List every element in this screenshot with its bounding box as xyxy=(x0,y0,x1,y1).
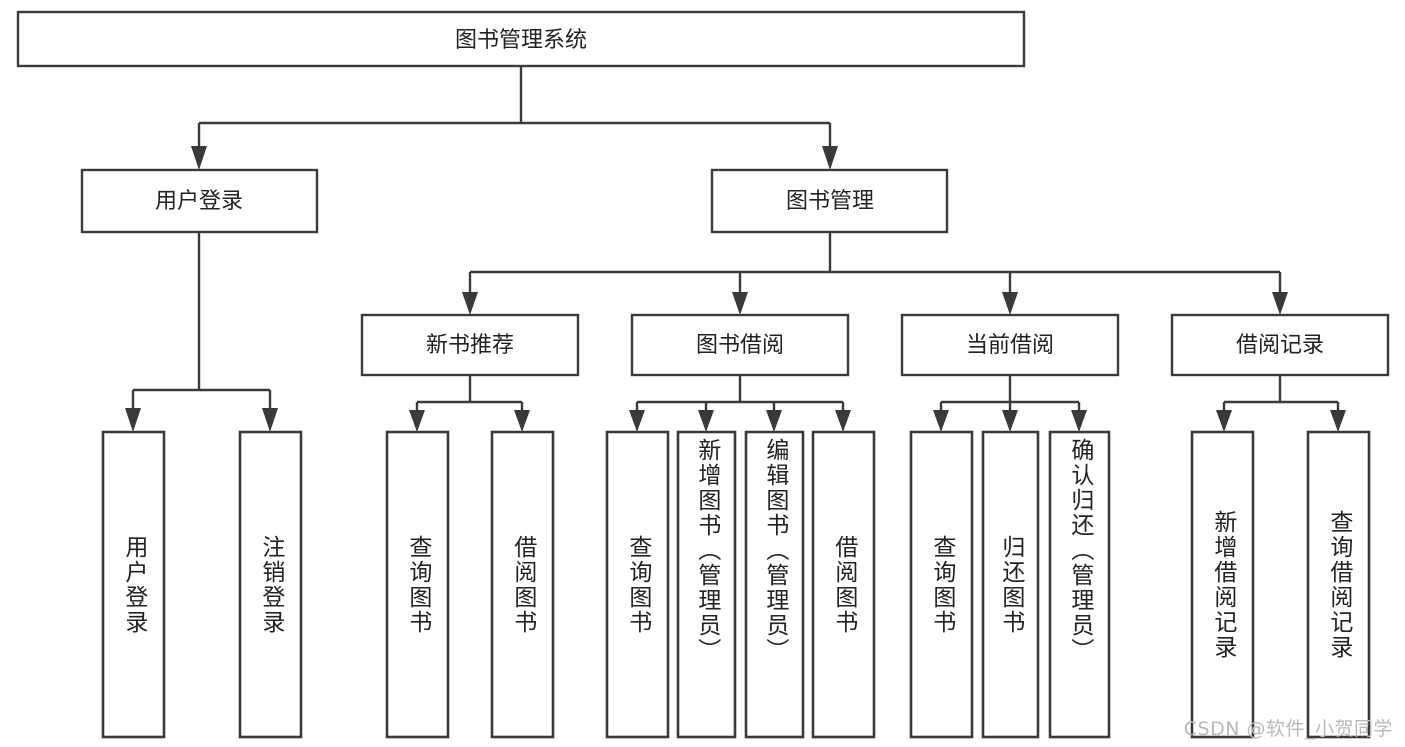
arrow-head-bookborrow-add xyxy=(698,410,714,432)
node-borrow-records-box[interactable] xyxy=(1170,313,1390,377)
arrow-head-borrowrecords-query xyxy=(1330,410,1346,432)
leaf-box-bookborrow-edit-book[interactable] xyxy=(744,430,805,739)
leaf-box-user-login[interactable] xyxy=(101,430,166,739)
node-book-management-label: 图书管理 xyxy=(786,189,874,214)
node-current-borrow-label: 当前借阅 xyxy=(966,333,1054,358)
node-root-box[interactable] xyxy=(16,10,1026,68)
node-book-borrow[interactable]: 图书借阅 xyxy=(630,313,850,377)
node-book-borrow-label: 图书借阅 xyxy=(696,333,784,358)
node-root-label: 图书管理系统 xyxy=(455,28,587,53)
arrow-head-user-login xyxy=(191,146,207,170)
node-new-book-recommend-label: 新书推荐 xyxy=(426,333,514,358)
csdn-watermark: CSDN @软件_小贺同学 xyxy=(1183,718,1393,740)
leaf-box-currentborrow-query-book[interactable] xyxy=(909,430,974,739)
connectors-borrow-records-to-leaves xyxy=(1216,375,1346,432)
node-root[interactable]: 图书管理系统 xyxy=(16,10,1026,68)
arrow-head-bookborrow-query xyxy=(629,410,645,432)
leaf-box-bookborrow-query-book[interactable] xyxy=(605,430,670,739)
node-current-borrow-box[interactable] xyxy=(900,313,1120,377)
arrow-head-book-borrow xyxy=(732,292,748,315)
leaf-box-currentborrow-confirm-return[interactable] xyxy=(1048,430,1111,739)
node-user-login-box[interactable] xyxy=(80,168,319,234)
arrow-head-new-book xyxy=(462,292,478,315)
node-book-borrow-box[interactable] xyxy=(630,313,850,377)
connectors-new-book-to-leaves xyxy=(409,375,530,432)
connectors-user-login-to-leaves xyxy=(125,232,278,432)
arrow-head-bookborrow-edit xyxy=(766,410,782,432)
connectors-current-borrow-to-leaves xyxy=(933,375,1087,432)
leaf-box-newbook-borrow-book[interactable] xyxy=(490,430,555,739)
node-user-login[interactable]: 用户登录 xyxy=(80,168,319,234)
leaf-box-currentborrow-return-book[interactable] xyxy=(981,430,1040,739)
node-book-management-box[interactable] xyxy=(710,168,949,234)
leaf-box-bookborrow-add-book[interactable] xyxy=(676,430,737,739)
connectors-book-borrow-to-leaves xyxy=(629,375,851,432)
leaf-box-logout[interactable] xyxy=(238,430,303,739)
arrow-head-currentborrow-return xyxy=(1002,410,1018,432)
leaf-box-newbook-query-book[interactable] xyxy=(385,430,450,739)
arrow-head-bookborrow-borrow xyxy=(835,410,851,432)
connectors-book-manage-to-level3 xyxy=(462,232,1288,315)
node-new-book-recommend[interactable]: 新书推荐 xyxy=(360,313,580,377)
arrow-head-book-manage xyxy=(822,146,838,170)
node-user-login-label: 用户登录 xyxy=(155,189,243,214)
arrow-head-currentborrow-confirm xyxy=(1071,410,1087,432)
leaf-box-add-borrow-record[interactable] xyxy=(1190,430,1255,739)
arrow-head-borrowrecords-add xyxy=(1216,410,1232,432)
arrow-head-newbook-query xyxy=(409,410,425,432)
node-borrow-records[interactable]: 借阅记录 xyxy=(1170,313,1390,377)
node-new-book-recommend-box[interactable] xyxy=(360,313,580,377)
arrow-head-leaf-user-login xyxy=(125,408,141,432)
leaf-box-query-borrow-record[interactable] xyxy=(1306,430,1371,739)
leaf-box-bookborrow-borrow-book[interactable] xyxy=(811,430,876,739)
node-borrow-records-label: 借阅记录 xyxy=(1236,333,1324,358)
arrow-head-current-borrow xyxy=(1002,292,1018,315)
node-book-management[interactable]: 图书管理 xyxy=(710,168,949,234)
arrow-head-borrow-records xyxy=(1272,292,1288,315)
node-current-borrow[interactable]: 当前借阅 xyxy=(900,313,1120,377)
connectors-root-to-level2 xyxy=(191,66,838,170)
arrow-head-currentborrow-query xyxy=(933,410,949,432)
arrow-head-newbook-borrow xyxy=(514,410,530,432)
arrow-head-leaf-logout xyxy=(262,408,278,432)
